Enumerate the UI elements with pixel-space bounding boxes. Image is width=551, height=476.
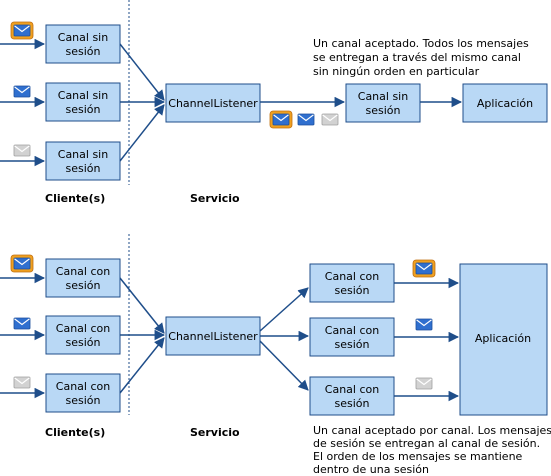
envelope-icon-gray	[13, 376, 31, 389]
accepted-session-channel-box: Canal con sesión	[309, 376, 395, 416]
client-channel-box: Canal sin sesión	[45, 82, 121, 122]
channel-listener-label: ChannelListener	[168, 330, 258, 343]
svg-text:sesión: sesión	[66, 103, 101, 116]
envelope-icon-blue	[415, 318, 433, 331]
envelope-icon-gray	[415, 377, 433, 390]
to-accepted-session-arrow	[259, 287, 309, 332]
svg-text:Canal con: Canal con	[56, 322, 110, 335]
accepted-channel-box: Canal sin sesión	[345, 83, 421, 123]
section1-caption: Un canal aceptado. Todos los mensajes se…	[313, 37, 532, 78]
svg-text:sesión: sesión	[335, 284, 370, 297]
client-session-channel-box: Canal con sesión	[45, 258, 121, 298]
to-listener-arrow	[119, 277, 165, 334]
svg-text:Canal con: Canal con	[325, 324, 379, 337]
application-label: Aplicación	[477, 97, 533, 110]
svg-text:sesión: sesión	[66, 162, 101, 175]
client-channel-label-line1: Canal sin	[58, 31, 108, 44]
service-label: Servicio	[190, 192, 240, 205]
envelope-icon-highlighted	[10, 21, 34, 40]
application-box: Aplicación	[462, 83, 548, 123]
envelope-icon-gray	[13, 144, 31, 157]
svg-text:sesión: sesión	[335, 338, 370, 351]
envelope-icon-gray	[321, 113, 339, 126]
envelope-icon-highlighted	[412, 259, 436, 278]
client-label: Cliente(s)	[45, 192, 105, 205]
section2-caption: Un canal aceptado por canal. Los mensaje…	[313, 424, 551, 476]
svg-text:Canal con: Canal con	[325, 270, 379, 283]
svg-text:Canal con: Canal con	[56, 265, 110, 278]
client-session-channel-box: Canal con sesión	[45, 315, 121, 355]
client-channel-box: Canal sin sesión	[45, 141, 121, 181]
envelope-icon-blue	[13, 85, 31, 98]
svg-text:Canal con: Canal con	[56, 380, 110, 393]
channel-listener-label: ChannelListener	[168, 97, 258, 110]
svg-text:sesión: sesión	[66, 279, 101, 292]
envelope-icon-blue	[13, 317, 31, 330]
svg-text:Canal sin: Canal sin	[358, 90, 408, 103]
accepted-session-channel-box: Canal con sesión	[309, 317, 395, 357]
application-box: Aplicación	[459, 263, 548, 416]
svg-text:Canal sin: Canal sin	[58, 148, 108, 161]
channel-listener-box: ChannelListener	[165, 316, 261, 356]
to-accepted-session-arrow	[259, 340, 309, 391]
client-channel-box: Canal sin sesión	[45, 24, 121, 64]
envelope-icon-highlighted	[269, 110, 293, 129]
service-label: Servicio	[190, 426, 240, 439]
client-label: Cliente(s)	[45, 426, 105, 439]
client-session-channel-box: Canal con sesión	[45, 373, 121, 413]
to-listener-arrow	[119, 43, 165, 101]
svg-text:Canal con: Canal con	[325, 383, 379, 396]
envelope-icon-highlighted	[10, 254, 34, 273]
svg-text:Canal sin: Canal sin	[58, 89, 108, 102]
envelope-icon-blue	[297, 113, 315, 126]
to-listener-arrow	[119, 104, 165, 162]
svg-text:sesión: sesión	[66, 336, 101, 349]
to-listener-arrow	[119, 337, 165, 394]
svg-text:sesión: sesión	[335, 397, 370, 410]
client-channel-label-line2: sesión	[66, 45, 101, 58]
accepted-session-channel-box: Canal con sesión	[309, 263, 395, 303]
svg-text:sesión: sesión	[66, 394, 101, 407]
application-label: Aplicación	[475, 332, 531, 345]
channel-listener-box: ChannelListener	[165, 83, 261, 123]
svg-text:sesión: sesión	[366, 104, 401, 117]
